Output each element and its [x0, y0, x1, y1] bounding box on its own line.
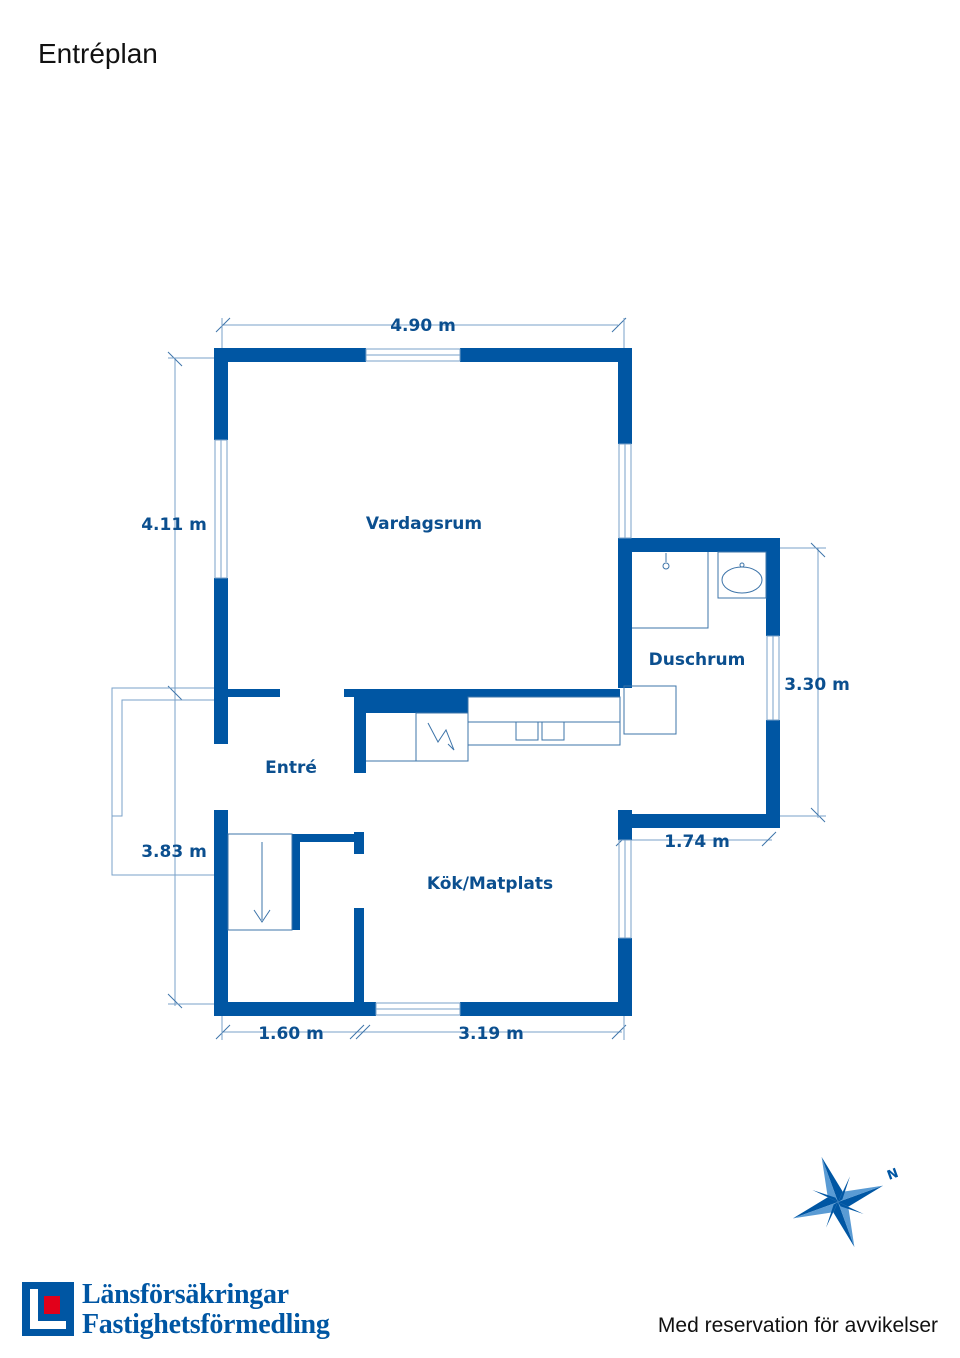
- dimension-label-bottom-right: 3.19 m: [458, 1024, 524, 1044]
- dimension-label-bath-height: 3.30 m: [784, 675, 850, 695]
- kitchen-fixtures: [366, 696, 621, 762]
- bathroom-fixtures: [623, 551, 767, 735]
- room-label-kok: Kök/Matplats: [427, 874, 553, 894]
- page-title: Entréplan: [38, 38, 158, 69]
- dimension-label-bottom-left: 1.60 m: [258, 1024, 324, 1044]
- windows: [214, 348, 780, 1016]
- dimension-label-bath-width: 1.74 m: [664, 832, 730, 852]
- dimension-label-left-upper: 4.11 m: [141, 515, 207, 535]
- staircase: [227, 833, 293, 931]
- dimension-lines: [167, 317, 826, 1040]
- walls: [214, 348, 780, 1016]
- disclaimer: Med reservation för avvikelser: [657, 1314, 938, 1337]
- lansforsakringar-logo-icon: [22, 1282, 74, 1336]
- dimension-label-top-width: 4.90 m: [390, 316, 456, 336]
- room-label-vardagsrum: Vardagsrum: [366, 514, 482, 534]
- logo-line-2: Fastighetsförmedling: [82, 1309, 330, 1340]
- compass-rose-icon: [792, 1156, 884, 1248]
- logo-line-1: Länsförsäkringar: [82, 1279, 289, 1310]
- room-label-duschrum: Duschrum: [649, 650, 746, 670]
- dimension-label-left-lower: 3.83 m: [141, 842, 207, 862]
- company-logo: Länsförsäkringar Fastighetsförmedling: [22, 1279, 362, 1344]
- porch-outline: [111, 687, 216, 876]
- room-label-entre: Entré: [265, 758, 317, 778]
- compass-north-label: N: [885, 1166, 900, 1184]
